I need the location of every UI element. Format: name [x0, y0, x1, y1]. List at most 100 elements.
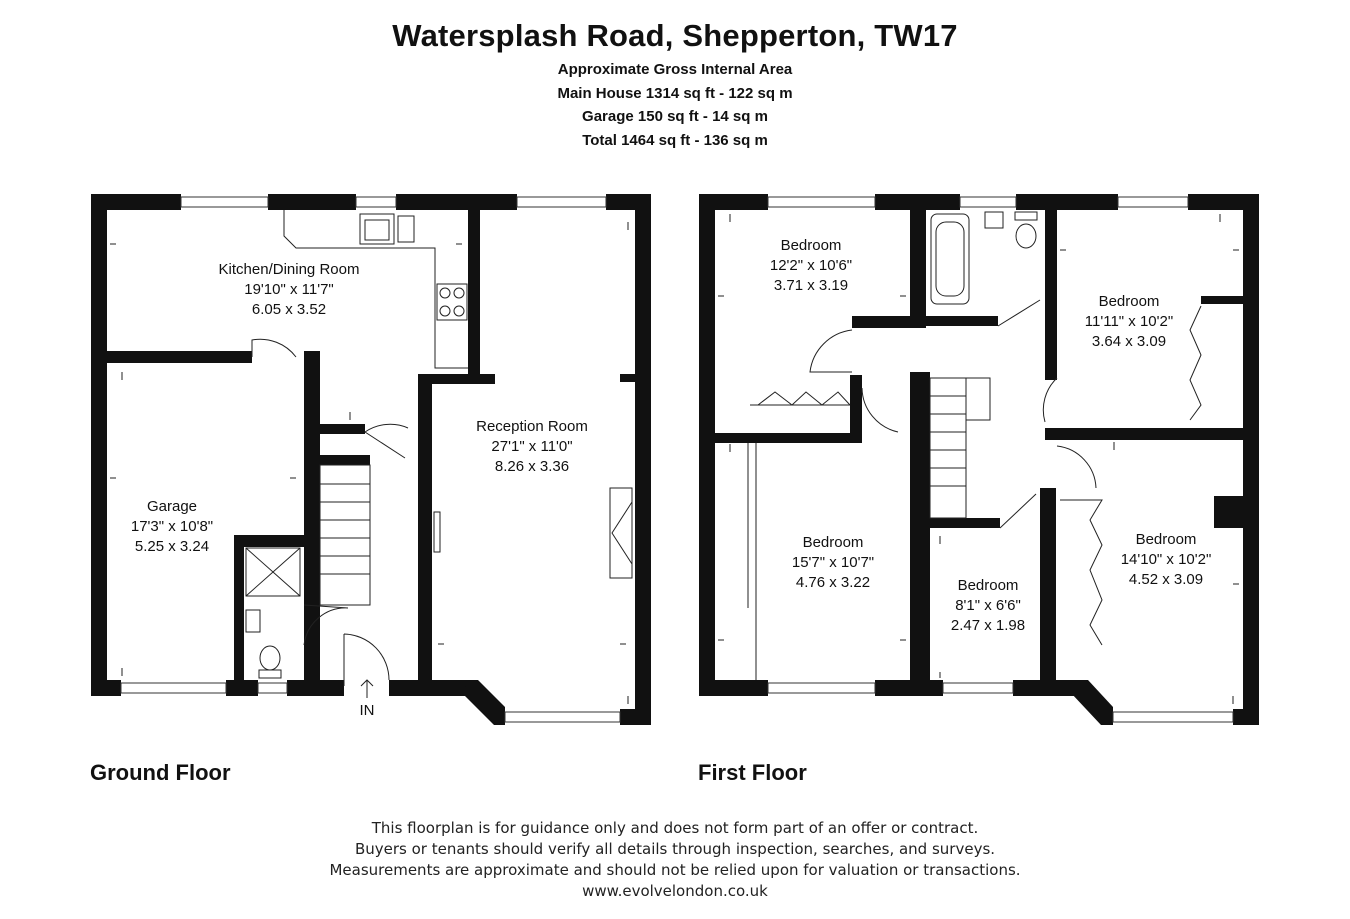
room-size-bedroom3-metric: 4.76 x 3.22: [796, 574, 870, 591]
ff-wall-landing-left: [910, 372, 930, 680]
ff-wardrobe-bed1: [757, 391, 851, 406]
gf-kitchen-worktop: [283, 210, 468, 369]
gf-fireplace: [609, 487, 633, 579]
ff-wall-left: [699, 194, 715, 696]
room-size-garage-metric: 5.25 x 3.24: [135, 538, 209, 555]
ff-wall-bath-left: [910, 210, 926, 320]
room-size-bedroom1-imperial: 12'2" x 10'6": [770, 257, 852, 274]
total-area: Total 1464 sq ft - 136 sq m: [582, 131, 768, 149]
room-name-bedroom5: Bedroom: [1136, 531, 1197, 548]
gf-hob-ring: [453, 305, 465, 317]
entrance-arrow-icon: [360, 679, 374, 698]
ff-door-bath: [997, 299, 1041, 327]
ff-wall-bottom-2: [875, 680, 943, 696]
gf-wall-reception-left: [418, 374, 432, 680]
room-name-garage: Garage: [147, 498, 197, 515]
gf-wall-bottom-3: [287, 680, 344, 696]
area-heading: Approximate Gross Internal Area: [557, 61, 793, 78]
gf-bay-wall: [462, 680, 505, 725]
disclaimer-line-1: This floorplan is for guidance only and …: [371, 819, 979, 837]
gf-kitchen-drainer: [397, 215, 415, 243]
gf-window-bay: [504, 711, 621, 723]
ff-wall-bed2-left: [1045, 210, 1057, 380]
room-size-bedroom1-metric: 3.71 x 3.19: [774, 277, 848, 294]
ff-wall-top-4: [1188, 194, 1259, 210]
gf-wall-cupboard: [320, 424, 365, 434]
gf-door-cupboard: [364, 423, 409, 459]
ff-wall-bed4-top: [930, 518, 1000, 528]
main-house-area: Main House 1314 sq ft - 122 sq m: [557, 84, 793, 102]
ff-dimension-markers: [718, 214, 1239, 704]
ff-door-bed2: [1042, 377, 1058, 423]
first-floor-label: First Floor: [698, 760, 807, 785]
ff-stairs: [929, 377, 967, 519]
ff-wall-bath-bottom: [926, 316, 998, 326]
gf-wall-garage-top: [107, 351, 252, 363]
gf-wall-bottom-5: [620, 709, 651, 725]
gf-wall-right: [635, 194, 651, 725]
ff-basin: [984, 211, 1004, 229]
gf-front-door: [343, 633, 390, 686]
gf-toilet: [259, 645, 281, 671]
first-floor-plan: Bedroom 12'2" x 10'6" 3.71 x 3.19 Bedroo…: [699, 194, 1259, 725]
ff-wall-right: [1243, 194, 1259, 725]
room-size-bedroom2-metric: 3.64 x 3.09: [1092, 333, 1166, 350]
ff-wall-bottom-4: [1233, 709, 1259, 725]
room-name-reception: Reception Room: [476, 418, 588, 435]
ff-door-bed1: [809, 329, 853, 373]
gf-window-2: [355, 196, 397, 208]
room-size-kitchen-imperial: 19'10" x 11'7": [244, 281, 334, 298]
gf-wall-bottom-2: [226, 680, 258, 696]
room-name-bedroom1: Bedroom: [781, 237, 842, 254]
gf-radiator: [433, 511, 441, 553]
website-link[interactable]: www.evolvelondon.co.uk: [582, 882, 768, 900]
room-name-kitchen: Kitchen/Dining Room: [219, 261, 360, 278]
disclaimer-line-3: Measurements are approximate and should …: [329, 861, 1021, 879]
ff-window-bay: [1112, 711, 1234, 723]
gf-stairs: [319, 464, 371, 606]
entrance-label: IN: [360, 702, 375, 719]
gf-wall-wc-top: [234, 535, 304, 547]
room-size-garage-imperial: 17'3" x 10'8": [131, 518, 213, 535]
gf-wall-kitchen-right: [468, 210, 480, 382]
garage-area: Garage 150 sq ft - 14 sq m: [582, 108, 768, 125]
gf-wall-hall-top: [425, 374, 495, 384]
gf-hob: [436, 283, 468, 321]
ff-chimney: [1214, 496, 1243, 528]
ff-wall-bed1-bottom: [852, 316, 926, 328]
gf-basin: [245, 609, 261, 633]
page-title: Watersplash Road, Shepperton, TW17: [392, 18, 958, 53]
ff-wall-bed2-wardrobe: [1201, 296, 1243, 304]
gf-wall-wc-left: [234, 535, 244, 680]
gf-wall-top-1: [91, 194, 181, 210]
gf-kitchen-sink: [359, 213, 395, 245]
ff-door-bed3: [861, 387, 899, 433]
room-size-bedroom2-imperial: 11'11" x 10'2": [1085, 313, 1173, 330]
gf-hob-ring: [453, 287, 465, 299]
ff-wall-bed3-top: [715, 433, 850, 443]
gf-wall-left: [91, 194, 107, 696]
disclaimer-footer: This floorplan is for guidance only and …: [0, 818, 1350, 902]
gf-wall-garage-right: [304, 351, 320, 680]
ff-bath: [930, 213, 970, 305]
room-size-reception-imperial: 27'1" x 11'0": [491, 438, 572, 455]
gf-shower-tray: [245, 547, 301, 597]
room-name-bedroom3: Bedroom: [803, 534, 864, 551]
gf-window-3: [516, 196, 607, 208]
gf-window-1: [180, 196, 269, 208]
ff-door-bed5: [1056, 445, 1097, 489]
ff-wall-bed1-right-lower: [850, 375, 862, 443]
ff-wall-top-2: [875, 194, 960, 210]
room-size-bedroom4-metric: 2.47 x 1.98: [951, 617, 1025, 634]
ff-wardrobe-bed5: [1060, 499, 1103, 646]
ff-window-2: [959, 196, 1017, 208]
gf-hob-ring: [439, 305, 451, 317]
gf-wall-wc-right: [304, 645, 320, 680]
ff-wall-top-1: [699, 194, 768, 210]
header: Watersplash Road, Shepperton, TW17 Appro…: [0, 14, 1350, 152]
ff-window-3: [1117, 196, 1189, 208]
disclaimer-line-2: Buyers or tenants should verify all deta…: [354, 840, 996, 858]
room-size-reception-metric: 8.26 x 3.36: [495, 458, 569, 475]
ground-floor-label: Ground Floor: [90, 760, 231, 785]
